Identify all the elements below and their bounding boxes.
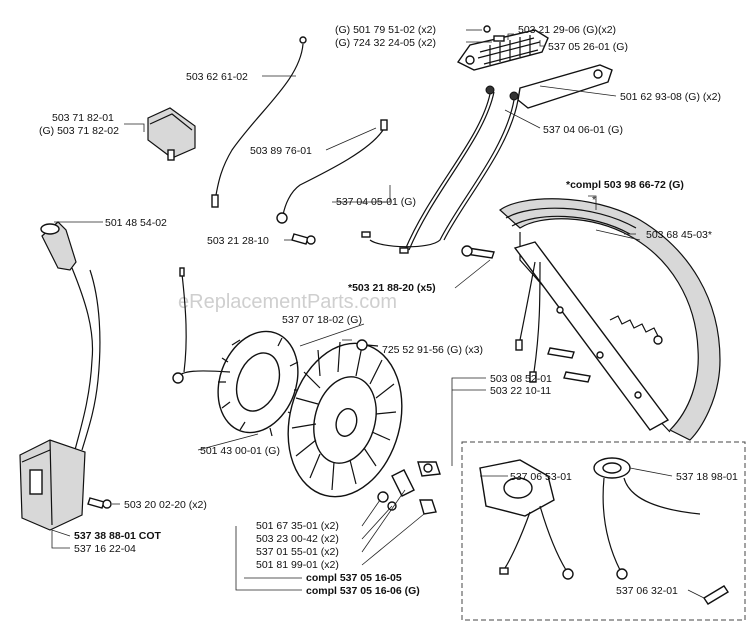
screw-503-20-02-20 (87, 497, 112, 509)
label-p7a: 503 71 82-01 (52, 112, 114, 124)
label-p20a: 537 38 88-01 COT (74, 530, 162, 542)
label-p19: 503 20 02-20 (x2) (124, 499, 207, 511)
label-p9: 537 04 05-01 (G) (336, 196, 416, 208)
switch-unit (147, 107, 196, 161)
label-p2: 503 21 29-06 (G)(x2) (518, 24, 616, 36)
flywheel (287, 341, 403, 498)
kit-dashed-box (461, 441, 746, 621)
terminal-537-06-32-01 (703, 585, 729, 605)
gasket-537-06-53-01 (479, 459, 574, 580)
leader-lines (51, 29, 705, 599)
label-p23: 537 06 53-01 (510, 471, 572, 483)
watermark-text: eReplacementParts.com (178, 291, 397, 313)
handle-wires (515, 261, 541, 383)
label-p12: *compl 503 98 66-72 (G) (566, 179, 684, 191)
label-p21b: 503 23 00-42 (x2) (256, 533, 339, 545)
label-p21a: 501 67 35-01 (x2) (256, 520, 339, 532)
front-handle (499, 198, 721, 441)
screw-503-21-28-10 (291, 233, 316, 245)
starter-pawls (377, 469, 437, 515)
handle-cables (361, 91, 519, 254)
sensor-537-18-98-01 (593, 457, 701, 580)
label-p22a: compl 537 05 16-05 (306, 572, 402, 584)
label-p7b: (G) 503 71 82-02 (39, 125, 119, 137)
label-p21d: 501 81 99-01 (x2) (256, 559, 339, 571)
label-p5: 537 04 06-01 (G) (543, 124, 623, 136)
handle-spring (609, 315, 663, 345)
label-p15: 537 07 18-02 (G) (282, 314, 362, 326)
label-p8: 503 89 76-01 (250, 145, 312, 157)
label-p3: 537 05 26-01 (G) (548, 41, 628, 53)
handle-bracket (517, 64, 613, 109)
label-p11: 501 48 54-02 (105, 217, 167, 229)
spark-plug-cap (40, 221, 77, 271)
label-p16: 725 52 91-56 (G) (x3) (382, 344, 483, 356)
part-labels: (G) 501 79 51-02 (x2) (G) 724 32 24-05 (… (39, 24, 738, 597)
label-p14: *503 21 88-20 (x5) (348, 282, 436, 294)
wire-503-62-61-02 (211, 36, 307, 208)
generator-coil (172, 267, 302, 437)
ignition-lead (71, 267, 101, 451)
label-p17a: 503 08 52-01 (490, 373, 552, 385)
label-p18: 501 43 00-01 (G) (200, 445, 280, 457)
ignition-module (19, 439, 86, 531)
label-p12-star: * (592, 194, 596, 206)
wire-503-89-76-01 (276, 119, 388, 224)
label-p20b: 537 16 22-04 (74, 543, 136, 555)
label-p13: 503 68 45-03* (646, 229, 712, 241)
label-p1a: (G) 501 79 51-02 (x2) (335, 24, 436, 36)
label-p4: 501 62 93-08 (G) (x2) (620, 91, 721, 103)
label-p17b: 503 22 10-11 (490, 385, 551, 397)
label-p24: 537 18 98-01 (676, 471, 738, 483)
flywheel-screws (356, 339, 441, 477)
handle-screws (461, 245, 591, 383)
label-p22b: compl 537 05 16-06 (G) (306, 585, 420, 597)
handle-heating-plate (456, 29, 549, 71)
label-p21c: 537 01 55-01 (x2) (256, 546, 339, 558)
label-p6: 503 62 61-02 (186, 71, 248, 83)
label-p10: 503 21 28-10 (207, 235, 269, 247)
small-screws-top (483, 25, 519, 101)
label-p1b: (G) 724 32 24-05 (x2) (335, 37, 436, 49)
label-p25: 537 06 32-01 (616, 585, 678, 597)
